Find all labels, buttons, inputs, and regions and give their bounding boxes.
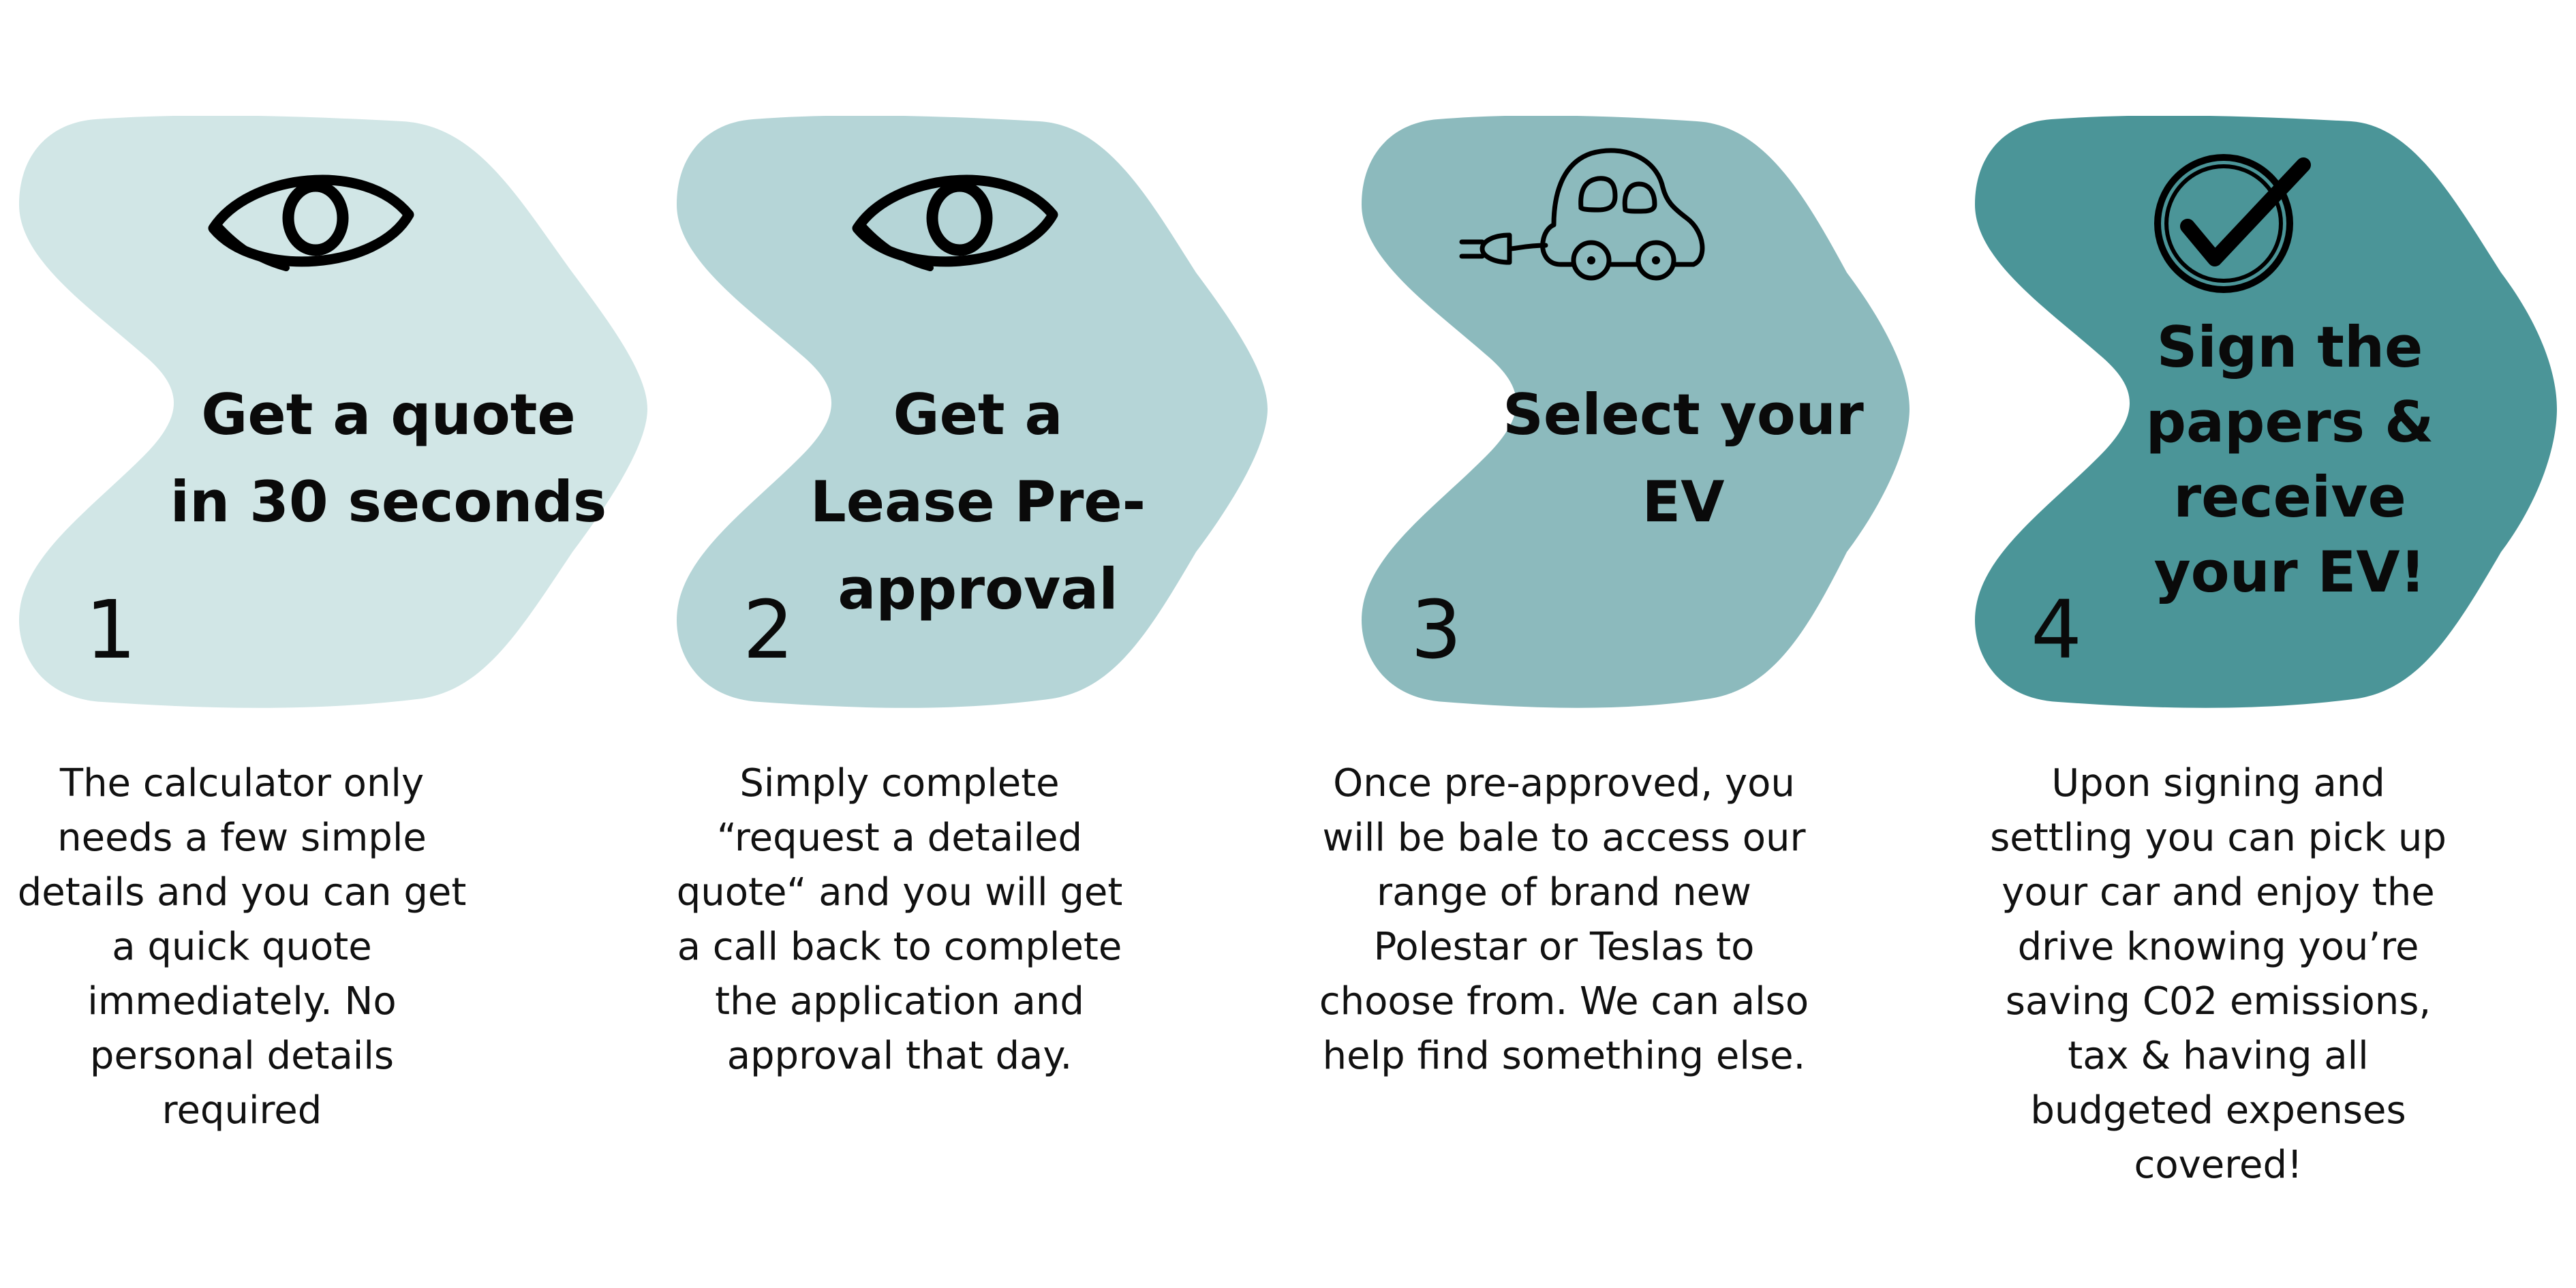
step-title: Get a Lease Pre-approval bbox=[810, 382, 1146, 622]
step-1-description: The calculator only needs a few simple d… bbox=[17, 761, 467, 1133]
eye-icon bbox=[208, 174, 414, 271]
step-4-description: Upon signing and settling you can pick u… bbox=[1990, 761, 2447, 1187]
step-number: 1 bbox=[85, 583, 137, 677]
chevron-shape-1 bbox=[19, 116, 647, 708]
step-title: Sign the papers & receive your EV! bbox=[2145, 314, 2434, 605]
step-2-description: Simply complete “request a detailed quot… bbox=[676, 761, 1123, 1078]
step-title: Get a quote in 30 seconds bbox=[170, 382, 607, 535]
eye-icon bbox=[852, 174, 1058, 271]
step-number: 4 bbox=[2031, 583, 2083, 677]
step-3-description: Once pre-approved, you will be bale to a… bbox=[1319, 761, 1809, 1078]
step-2: Get a Lease Pre-approval 2 bbox=[671, 116, 1271, 716]
chevron-shape-2 bbox=[677, 116, 1268, 708]
step-3: Select your EV 3 bbox=[1356, 116, 1915, 716]
chevron-shape-3 bbox=[1362, 116, 1910, 708]
step-4: Sign the papers & receive your EV! 4 bbox=[1969, 116, 2562, 716]
step-number: 3 bbox=[1411, 583, 1462, 677]
step-1: Get a quote in 30 seconds 1 bbox=[14, 116, 654, 716]
step-number: 2 bbox=[743, 583, 795, 677]
checkmark-circle-icon bbox=[2154, 154, 2311, 293]
step-title: Select your EV bbox=[1503, 382, 1864, 535]
electric-car-icon bbox=[1459, 148, 1705, 281]
chevron-shape-4 bbox=[1975, 116, 2557, 708]
